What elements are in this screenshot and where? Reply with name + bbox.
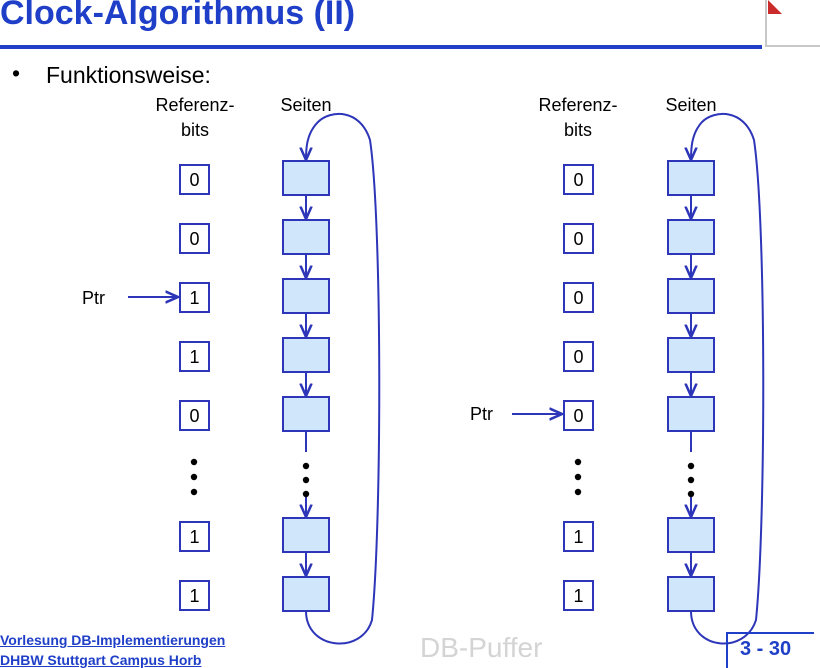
right-bit-box [563,341,594,372]
left-bit-box [179,580,210,611]
right-bit-value: 0 [573,406,583,426]
right-bit-box [563,164,594,195]
right-page-box [667,396,715,432]
right-bit-box [563,521,594,552]
left-bit-value: 0 [189,406,199,426]
right-bit-value: 0 [573,288,583,308]
left-pointer-label: Ptr [82,288,105,308]
right-bit-value: 1 [573,527,583,547]
left-bit-box [179,400,210,431]
left-page-box [282,337,330,373]
right-bits: 0 0 0 0 0 1 1 [563,164,594,611]
right-bit-value: 1 [573,586,583,606]
left-page-box [282,160,330,196]
right-page-box [667,517,715,553]
left-clock-loop [306,113,381,645]
left-bits: 0 0 1 1 0 1 1 [179,164,210,611]
left-pages-header: Seiten [280,95,331,115]
slide-title: Clock-Algorithmus (II) [0,0,356,32]
right-ellipsis-bits [574,458,582,496]
left-page-box [282,396,330,432]
title-rule [0,45,762,49]
left-page-box [282,576,330,612]
footer-campus[interactable]: DHBW Stuttgart Campus Horb [0,652,202,668]
right-clock-loop [691,113,765,645]
left-ref-header-1: Referenz- [155,95,234,115]
footer-topic: DB-Puffer [420,632,543,663]
left-page-box [282,219,330,255]
right-bit-value: 0 [573,229,583,249]
right-ref-header-1: Referenz- [538,95,617,115]
right-pages-header: Seiten [665,95,716,115]
right-ref-header-2: bits [564,120,592,140]
left-bit-box [179,282,210,313]
left-bit-value: 1 [189,586,199,606]
right-page-box [667,337,715,373]
page-number: 3 - 30 [740,638,792,660]
right-page-box [667,576,715,612]
right-page-box [667,219,715,255]
bullet-text: Funktionsweise: [46,62,211,88]
bullet-marker: • [12,60,21,86]
left-bit-value: 0 [189,170,199,190]
left-page-box [282,278,330,314]
left-ellipsis-pages [302,462,310,498]
left-diagram: Referenz- bits Seiten 0 0 1 1 0 1 1 [82,95,381,645]
left-bit-box [179,223,210,254]
left-bit-box [179,164,210,195]
left-bit-value: 1 [189,347,199,367]
left-bit-value: 1 [189,527,199,547]
right-diagram: Referenz- bits Seiten 0 0 0 0 0 1 1 [470,95,765,645]
left-ellipsis-bits [190,458,198,496]
right-bit-box [563,282,594,313]
right-ellipsis-pages [687,462,695,498]
left-bit-box [179,521,210,552]
left-bit-box [179,341,210,372]
corner-logo-icon [768,0,782,14]
footer-course[interactable]: Vorlesung DB-Implementierungen [0,632,226,648]
right-page-box [667,160,715,196]
right-pointer-label: Ptr [470,404,493,424]
right-page-box [667,278,715,314]
right-bit-value: 0 [573,170,583,190]
left-bit-value: 1 [189,288,199,308]
right-bit-box [563,400,594,431]
page-number-box [726,632,814,668]
left-bit-value: 0 [189,229,199,249]
left-page-box [282,517,330,553]
left-ref-header-2: bits [181,120,209,140]
right-bit-box [563,580,594,611]
right-bit-box [563,223,594,254]
right-bit-value: 0 [573,347,583,367]
